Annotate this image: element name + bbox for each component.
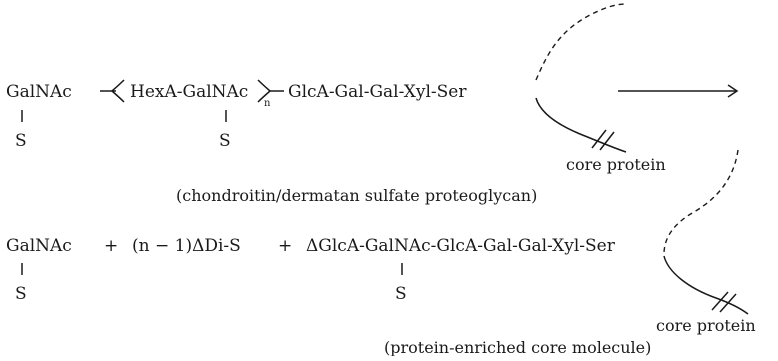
- core-protein-label-2: core protein: [656, 316, 756, 335]
- substrate-caption: (chondroitin/dermatan sulfate proteoglyc…: [176, 186, 537, 205]
- chain-break-mark: [711, 291, 729, 311]
- chain-break-mark: [599, 131, 615, 151]
- substrate-sulfate-2: S: [219, 131, 231, 151]
- product-caption: (protein-enriched core molecule): [384, 338, 651, 356]
- chain-break-mark: [719, 293, 737, 313]
- core-protein-chain: [663, 255, 749, 315]
- product-sulfate-2: S: [395, 284, 407, 304]
- substrate-galnac: GalNAc: [6, 82, 72, 102]
- product-galnac: GalNAc: [6, 236, 72, 256]
- core-protein-label-1: core protein: [566, 155, 666, 174]
- repeat-open-bracket: [111, 79, 125, 103]
- product-core-oligosaccharide: ΔGlcA-GalNAc-GlcA-Gal-Gal-Xyl-Ser: [306, 236, 616, 256]
- product-disaccharides: (n − 1)ΔDi-S: [132, 236, 241, 256]
- substrate-repeat-unit: HexA-GalNAc: [130, 82, 248, 102]
- plus-sign-1: +: [104, 236, 118, 256]
- reaction-arrow-head: [727, 84, 739, 98]
- chain-break-mark: [591, 129, 607, 149]
- plus-sign-2: +: [278, 236, 292, 256]
- product-sulfate-1: S: [15, 284, 27, 304]
- repeat-subscript: n: [264, 98, 271, 109]
- glycan-chain-dashed: [535, 3, 627, 81]
- substrate-sulfate-1: S: [15, 131, 27, 151]
- connector-dashed: [663, 149, 739, 255]
- repeat-close-bracket: [257, 79, 271, 103]
- core-protein-chain: [535, 97, 627, 153]
- substrate-linkage-region: GlcA-Gal-Gal-Xyl-Ser: [288, 82, 467, 102]
